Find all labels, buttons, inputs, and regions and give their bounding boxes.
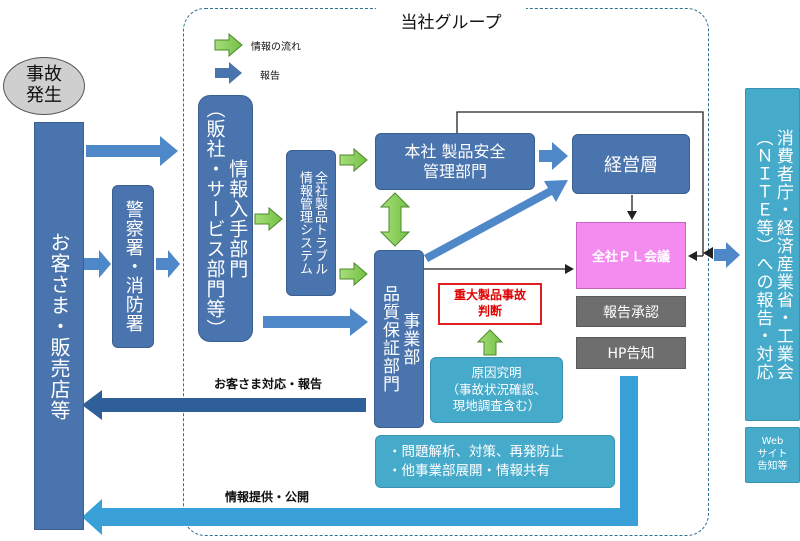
serious-judgment-box: 重大製品事故 判断 xyxy=(438,283,542,325)
cause-box: 原因究明 （事故状況確認、 現地調査含む） xyxy=(430,357,563,423)
police-to-info-arrow xyxy=(156,250,180,278)
legend-blue-arrow xyxy=(215,62,242,84)
accident-ellipse: 事故 発生 xyxy=(3,57,85,115)
pl-meeting-box: 全社ＰＬ会議 xyxy=(576,222,686,289)
group-title: 当社グループ xyxy=(376,8,526,33)
system-to-hq-arrow xyxy=(339,147,368,173)
hq-to-pl-line xyxy=(456,111,704,256)
customer-response-arrow xyxy=(82,390,366,420)
customer-box: お客さま・販売店等 xyxy=(34,122,84,530)
info-dept-box: 情報入手部門 （販社・サービス部門等） xyxy=(198,95,253,342)
cause-to-judgment-arrow xyxy=(476,329,504,356)
web-notice-box: Web サイト 告知等 xyxy=(745,427,800,483)
legend-green-arrow xyxy=(214,32,243,58)
police-box: 警察署・消防署 xyxy=(112,185,154,348)
pl-to-authority-arrow xyxy=(714,242,740,268)
legend-info-flow-label: 情報の流れ xyxy=(251,42,301,53)
management-box: 経営層 xyxy=(572,134,690,194)
info-public-arrow xyxy=(82,376,638,535)
customer-to-info-arrow xyxy=(86,136,178,166)
customer-to-police-arrow xyxy=(84,250,111,278)
hq-to-management-arrow xyxy=(539,142,568,170)
qa-dept-box: 事業部 品質保証部門 xyxy=(374,250,424,428)
info-to-qa-arrow xyxy=(263,308,368,336)
trouble-system-box: 全社製品トラブル 情報管理システム xyxy=(286,150,336,296)
authority-box: 消費者庁・経済産業省・工業会 （ＮＩＴＥ等）への報告・対応 xyxy=(745,88,800,421)
qa-to-management-arrow xyxy=(424,180,568,262)
system-to-qa-arrow xyxy=(339,261,368,287)
hp-notice-box: HP告知 xyxy=(576,337,686,369)
hq-safety-box: 本社 製品安全 管理部門 xyxy=(375,133,535,190)
customer-response-label: お客さま対応・報告 xyxy=(214,377,323,391)
hq-qa-double-arrow xyxy=(379,192,411,247)
measures-box: ・問題解析、対策、再発防止 ・他事業部展開・情報共有 xyxy=(375,435,615,488)
info-to-system-arrow xyxy=(254,206,283,232)
legend-report-label: 報告 xyxy=(260,71,280,82)
info-public-label: 情報提供・公開 xyxy=(225,490,310,504)
report-approval-box: 報告承認 xyxy=(576,296,686,327)
